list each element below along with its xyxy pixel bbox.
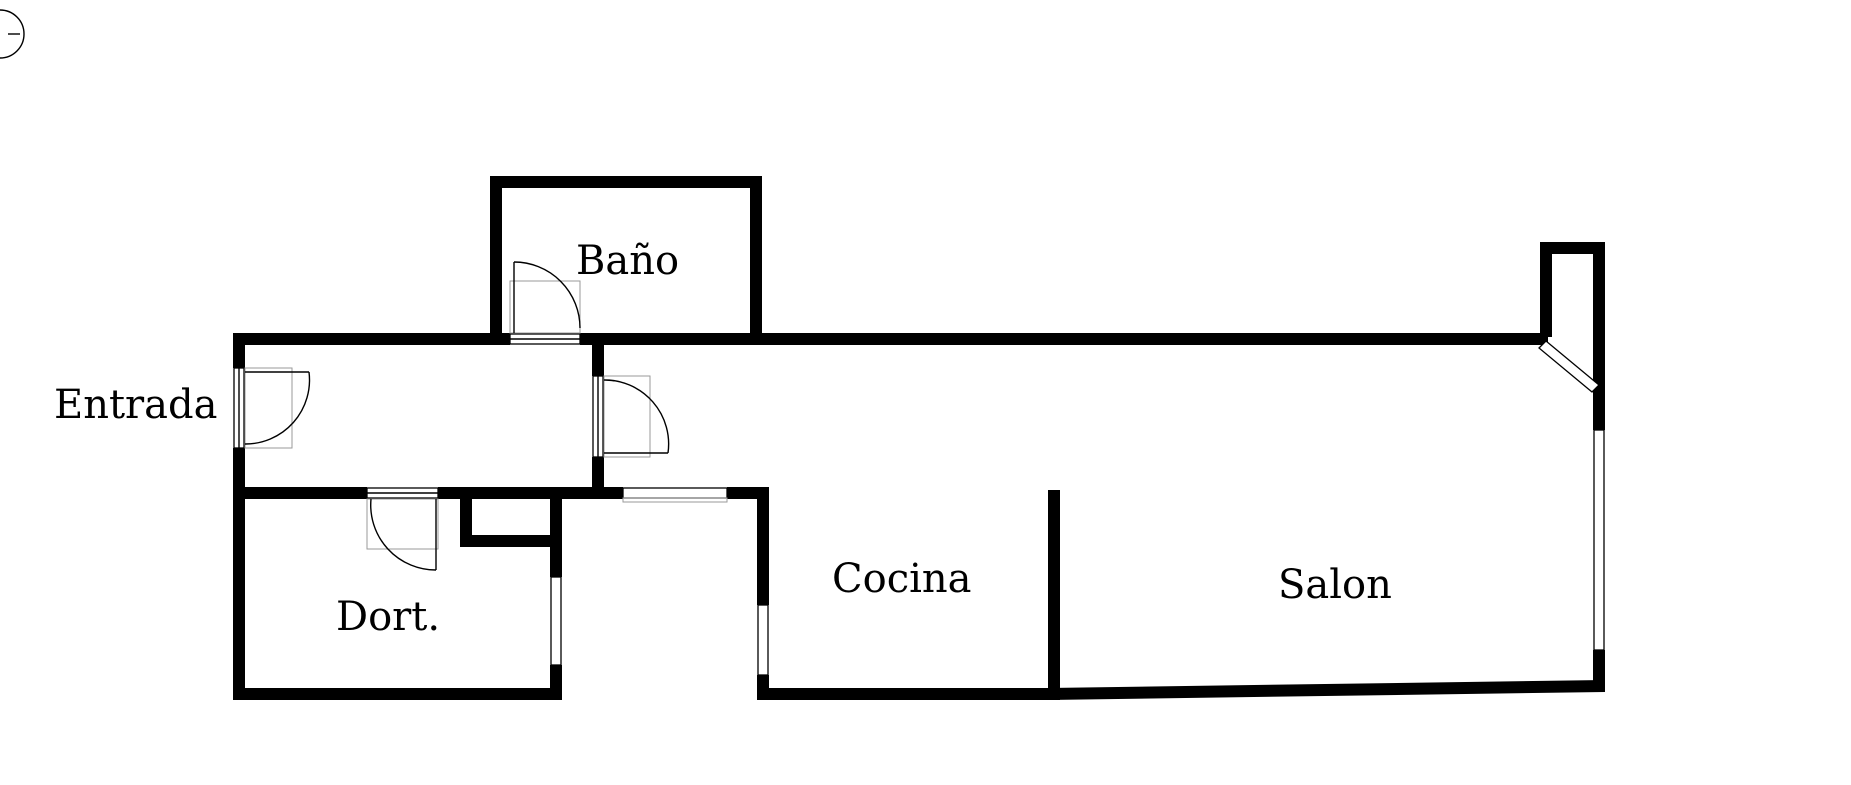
wall-closet-bottom <box>460 535 560 547</box>
wall-dorm-bottom <box>233 688 562 700</box>
wall-cocina-salon-partition <box>1048 490 1060 700</box>
door-entrada <box>244 367 311 449</box>
door-bano <box>509 261 581 334</box>
wall-bano-left <box>490 176 502 344</box>
wall-bano-top <box>490 176 762 188</box>
wall-left-lower <box>233 448 245 700</box>
wall-closet-right <box>550 487 562 577</box>
window-salon-diagonal <box>1538 340 1600 393</box>
wall-cocina-bottom <box>757 688 1060 700</box>
wall-mid-a <box>233 487 367 499</box>
room-label-bano: Baño <box>576 238 679 284</box>
compass-icon <box>0 9 25 59</box>
room-labels: Entrada Baño Dort. Cocina Salon <box>54 238 1392 640</box>
wall-mid-b <box>438 487 623 499</box>
window-dormitorio-right <box>550 576 562 666</box>
wall-salon-bottom <box>1048 680 1605 700</box>
wall-cocina-left-upper <box>757 487 769 605</box>
wall-tower-top <box>1540 242 1605 254</box>
wall-top-left <box>233 333 510 345</box>
wall-top-right <box>580 333 1548 345</box>
wall-closet-left <box>460 487 472 547</box>
wall-tower-right <box>1593 242 1605 397</box>
wall-tower-left <box>1540 242 1552 337</box>
doors <box>244 261 670 571</box>
room-label-entrada: Entrada <box>54 382 217 428</box>
room-label-cocina: Cocina <box>832 556 972 602</box>
wall-salon-right-lower <box>1593 650 1605 692</box>
window-cocina-left <box>757 604 769 676</box>
window-mid-passage <box>622 487 728 499</box>
door-hall <box>603 375 670 458</box>
room-label-salon: Salon <box>1278 562 1392 608</box>
door-dormitorio <box>366 498 439 571</box>
wall-left-upper <box>233 333 245 368</box>
windows <box>233 333 1605 676</box>
wall-bano-right <box>750 176 762 344</box>
wall-entrada-right-upper <box>592 343 604 376</box>
wall-salon-right-upper <box>1593 395 1605 430</box>
window-salon-right <box>1593 429 1605 651</box>
room-label-dormitorio: Dort. <box>336 594 440 640</box>
walls <box>233 176 1605 700</box>
